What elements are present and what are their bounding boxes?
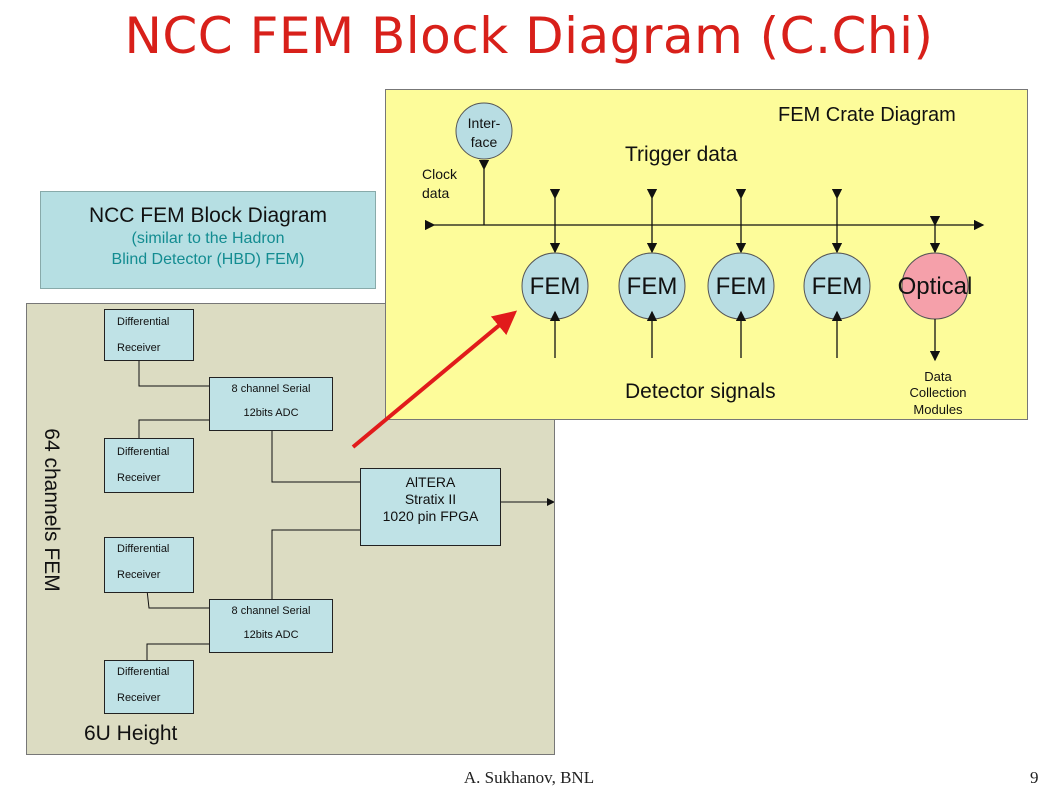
channels-label: 64 channels FEM [40, 428, 63, 592]
dcm-label-3: Modules [913, 402, 963, 417]
receiver-label: Receiver [117, 342, 161, 354]
wire-rcv1-adc1 [138, 358, 209, 387]
module-label: Optical [898, 273, 973, 300]
fpga-label: 1020 pin FPGA [382, 508, 479, 524]
differential-receiver-3: Differential Receiver [104, 537, 194, 593]
interface-circle [455, 102, 513, 160]
wire-adc1-fpga [271, 430, 360, 483]
module-label: FEM [716, 273, 767, 300]
board-wiring [138, 358, 554, 661]
receiver-label: Receiver [117, 692, 161, 704]
callout-sub-line2: Blind Detector (HBD) FEM) [111, 251, 305, 268]
module-label: FEM [530, 273, 581, 300]
clock-label-2: data [422, 185, 449, 201]
page-number: 9 [1030, 768, 1039, 787]
adc-label: 12bits ADC [243, 629, 299, 641]
fem-crate-panel: FEM Crate Diagram Inter- face Clock data… [385, 89, 1028, 420]
height-label: 6U Height [84, 722, 178, 745]
callout-sub-line1: (similar to the Hadron [131, 230, 285, 247]
wire-rcv2-adc1 [138, 419, 209, 438]
dcm-label-1: Data [924, 369, 952, 384]
fpga-block: AlTERA Stratix II 1020 pin FPGA [360, 468, 501, 546]
receiver-label: Differential [117, 446, 170, 458]
module-label: FEM [812, 273, 863, 300]
callout-heading: NCC FEM Block Diagram [88, 204, 328, 227]
module-label: FEM [627, 273, 678, 300]
receiver-label: Receiver [117, 569, 161, 581]
interface-label-2: face [471, 134, 498, 150]
receiver-label: Differential [117, 316, 170, 328]
footer-author: A. Sukhanov, BNL [463, 768, 595, 787]
differential-receiver-2: Differential Receiver [104, 438, 194, 493]
wire-rcv3-adc2 [146, 589, 209, 609]
receiver-label: Differential [117, 666, 170, 678]
adc-2: 8 channel Serial 12bits ADC [209, 599, 333, 653]
fpga-label: Stratix II [404, 491, 457, 507]
adc-label: 8 channel Serial [231, 383, 311, 395]
fpga-label: AlTERA [405, 474, 456, 490]
adc-label: 12bits ADC [243, 407, 299, 419]
adc-1: 8 channel Serial 12bits ADC [209, 377, 333, 431]
wire-adc2-fpga [271, 529, 360, 601]
wire-rcv4-adc2 [146, 643, 209, 661]
dcm-label-2: Collection [909, 385, 966, 400]
interface-label-1: Inter- [468, 115, 501, 131]
adc-label: 8 channel Serial [231, 605, 311, 617]
block-diagram-callout: NCC FEM Block Diagram (similar to the Ha… [40, 191, 376, 289]
differential-receiver-1: Differential Receiver [104, 309, 194, 361]
crate-diagram: FEM Crate Diagram Inter- face Clock data… [422, 102, 985, 417]
receiver-label: Receiver [117, 472, 161, 484]
crate-title: FEM Crate Diagram [778, 104, 956, 126]
page-title: NCC FEM Block Diagram (C.Chi) [124, 7, 934, 65]
differential-receiver-4: Differential Receiver [104, 660, 194, 714]
receiver-label: Differential [117, 543, 170, 555]
detector-label: Detector signals [625, 380, 776, 403]
trigger-label: Trigger data [625, 143, 738, 166]
clock-label-1: Clock [422, 166, 458, 182]
